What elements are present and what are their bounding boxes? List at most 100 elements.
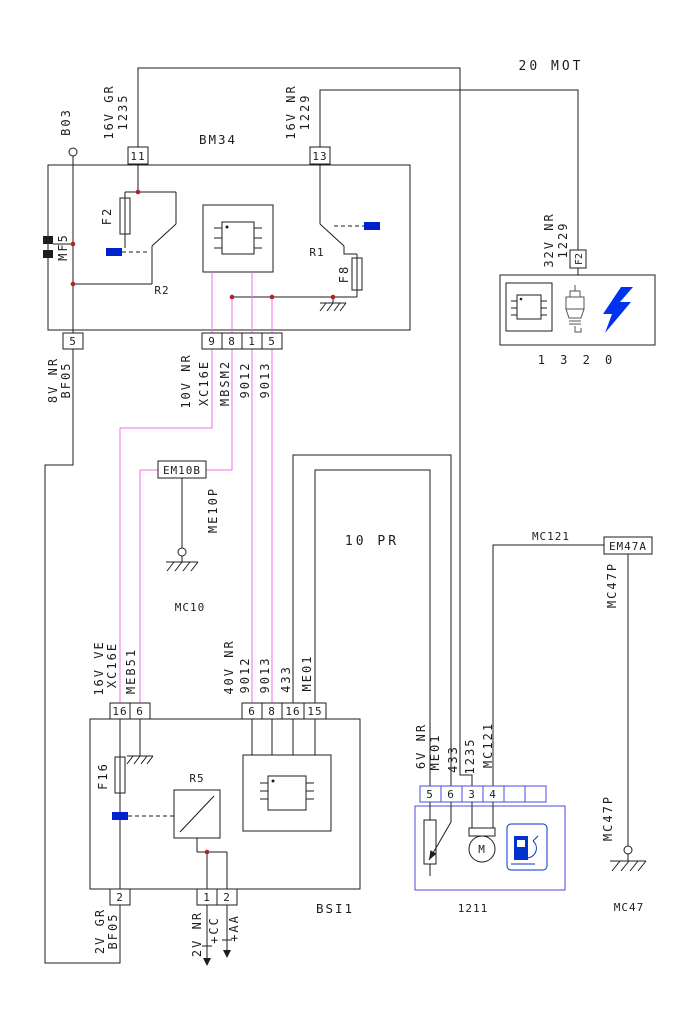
c1211-title: 1211: [458, 902, 489, 915]
splice-em47a: EM47A: [603, 536, 653, 555]
c1211-fuel-icon: [506, 823, 548, 871]
bm34-pin11: 11: [130, 150, 145, 163]
b03-connector-dot: [68, 147, 78, 157]
bm34-internal-ground: [319, 297, 347, 312]
bm34-relay-r1: R1: [309, 165, 380, 259]
wire-label-1229: 1229: [298, 94, 312, 131]
wire-label-9012b: 9012: [238, 657, 252, 694]
wire-label-mc47p-upper: MC47P: [605, 562, 619, 608]
wire-mc121: [492, 544, 604, 786]
bm34-fuse-f8: F8: [337, 254, 363, 297]
wire-label-16v-gr: 16V GR: [102, 84, 116, 139]
feed-arrow-aa: [222, 905, 232, 958]
bsi1-pin16: 16: [112, 705, 127, 718]
wire-label-mc47p-lower: MC47P: [601, 795, 615, 841]
bsi1-pin8: 8: [268, 705, 276, 718]
component-1211: 6V NR ME01 433 1235 MC121 5 6 3 4: [414, 722, 566, 915]
bm34-title: BM34: [199, 132, 237, 147]
wire-label-mc121: MC121: [532, 530, 570, 543]
bsi1-relay-r5: R5: [173, 772, 228, 889]
wire-label-433p: 433: [446, 745, 460, 773]
bm34-f8-label: F8: [337, 265, 351, 283]
wire-me01: [314, 469, 431, 786]
bm34-pin1: 1: [248, 335, 256, 348]
bm34-pin13: 13: [312, 150, 327, 163]
bm34-pin5b-box: [261, 332, 283, 350]
wire-label-me01p: ME01: [428, 734, 442, 771]
wire-label-9013: 9013: [258, 362, 272, 399]
wire-label-1235: 1235: [116, 94, 130, 131]
wire-label-433b: 433: [279, 665, 293, 693]
c1211-pin6: 6: [447, 788, 455, 801]
c1211-pin5: 5: [426, 788, 434, 801]
ground-mc47: MC47: [610, 845, 647, 914]
harness-label-20mot: 20 MOT: [519, 59, 584, 74]
wire-label-bf05b: BF05: [106, 913, 120, 950]
c1211-pin3: 3: [468, 788, 476, 801]
ground-mc10: MC10: [166, 547, 206, 614]
bsi1-pin2-box: [109, 888, 131, 906]
c1211-pin4: 4: [489, 788, 497, 801]
wire-bf05: [44, 349, 121, 964]
wire-label-1235p: 1235: [463, 738, 477, 775]
c1211-motor-m: M: [478, 843, 486, 856]
c1211-pin-blank1: [503, 785, 526, 803]
wire-label-8v-nr: 8V NR: [46, 357, 60, 403]
wire-1235-feed: [137, 67, 473, 786]
harness-label-10pr: 10 PR: [345, 534, 399, 549]
wire-label-meb51: MEB51: [124, 648, 138, 694]
bm34-pin5: 5: [69, 335, 77, 348]
bm34-pin11-box: [127, 146, 149, 165]
wire-label-plus-cc: +CC: [207, 916, 221, 944]
bm34-mf5-label: MF5: [56, 233, 70, 261]
c1320-flash-icon: [603, 287, 633, 333]
bsi1-title: BSI1: [316, 901, 354, 916]
wire-label-xc16e-b: XC16E: [105, 642, 119, 688]
bsi1-pin16r: 16: [285, 705, 300, 718]
wire-label-16v-ve: 16V VE: [92, 640, 106, 695]
wire-label-mc121p: MC121: [481, 722, 495, 768]
wire-label-me10p: ME10P: [206, 487, 220, 533]
bsi1-pin1b: 1: [203, 891, 211, 904]
wire-label-10v-nr: 10V NR: [179, 353, 193, 408]
bm34-pin13-box: [309, 146, 331, 165]
bsi1-pin6r: 6: [248, 705, 256, 718]
component-bsi1: 16V VE XC16E MEB51 40V NR 9012 9013 433 …: [89, 639, 361, 966]
wire-label-mbsm2: MBSM2: [218, 360, 232, 406]
feed-arrow-cc: [202, 905, 212, 966]
bm34-chip-icon: [202, 204, 274, 273]
bm34-pin5b: 5: [268, 335, 276, 348]
bsi1-internal-ground: [126, 719, 154, 765]
bsi1-pin6: 6: [136, 705, 144, 718]
c1211-level-sender: [423, 806, 452, 876]
b03-label: B03: [59, 108, 73, 136]
bsi1-pin2b: 2: [223, 891, 231, 904]
bm34-pin9: 9: [208, 335, 216, 348]
bm34-relay-r2: R2: [73, 192, 177, 297]
mc47-label: MC47: [614, 901, 645, 914]
wire-label-plus-aa: +AA: [227, 914, 241, 942]
bsi1-r5-label: R5: [189, 772, 204, 785]
bm34-r1-label: R1: [309, 246, 324, 259]
wire-label-2v-nr: 2V NR: [190, 911, 204, 957]
c1211-pump-motor: M: [468, 806, 496, 863]
component-1320: 32V NR 1229 F2 1 3 2 0: [499, 212, 656, 367]
c1320-f2-label: F2: [574, 253, 585, 265]
em47a-label: EM47A: [609, 540, 647, 553]
wire-label-6v-nr: 6V NR: [414, 723, 428, 769]
c1320-title: 1 3 2 0: [538, 353, 617, 367]
bsi1-coil-bar-r5: [112, 812, 128, 820]
wire-label-me01b: ME01: [300, 655, 314, 692]
bm34-pin8: 8: [228, 335, 236, 348]
wire-label-2v-gr: 2V GR: [93, 908, 107, 954]
bm34-pin5-box: [62, 332, 84, 350]
bsi1-f16-label: F16: [96, 762, 110, 790]
bm34-r2-label: R2: [154, 284, 169, 297]
mc10-label: MC10: [175, 601, 206, 614]
bsi1-pin15: 15: [307, 705, 322, 718]
wire-label-bf05: BF05: [59, 362, 73, 399]
wire-label-xc16e: XC16E: [197, 360, 211, 406]
wire-label-1229b: 1229: [556, 222, 570, 259]
